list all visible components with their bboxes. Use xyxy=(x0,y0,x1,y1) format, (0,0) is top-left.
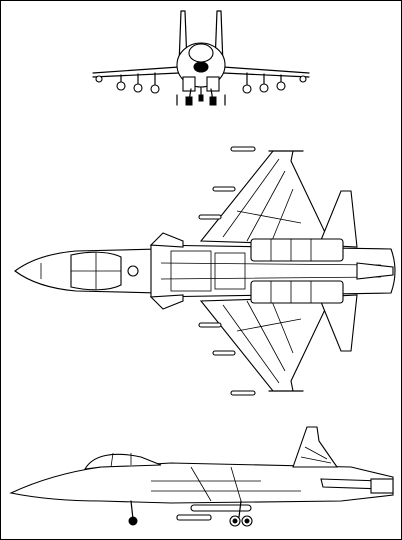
right-fin xyxy=(214,10,224,66)
right-nacelle xyxy=(250,280,344,304)
left-nacelle xyxy=(250,238,344,262)
right-tailplane xyxy=(318,294,358,352)
right-wing xyxy=(199,296,332,392)
left-fin xyxy=(178,10,188,66)
left-canard xyxy=(149,232,184,248)
side-store xyxy=(190,504,252,512)
plan-stores xyxy=(198,146,256,396)
left-wing xyxy=(199,150,332,246)
plan-tail-boom xyxy=(356,262,394,280)
front-stores xyxy=(95,72,307,94)
front-landing-gear xyxy=(176,86,226,106)
side-canopy xyxy=(83,453,162,470)
left-tailplane xyxy=(318,190,358,248)
front-view xyxy=(92,10,310,106)
side-fin xyxy=(292,426,339,468)
side-view xyxy=(9,426,394,527)
right-canard xyxy=(149,294,184,310)
front-nose xyxy=(193,61,209,73)
plan-view xyxy=(14,146,396,396)
side-landing-gear xyxy=(128,500,253,527)
front-canopy xyxy=(188,43,214,63)
